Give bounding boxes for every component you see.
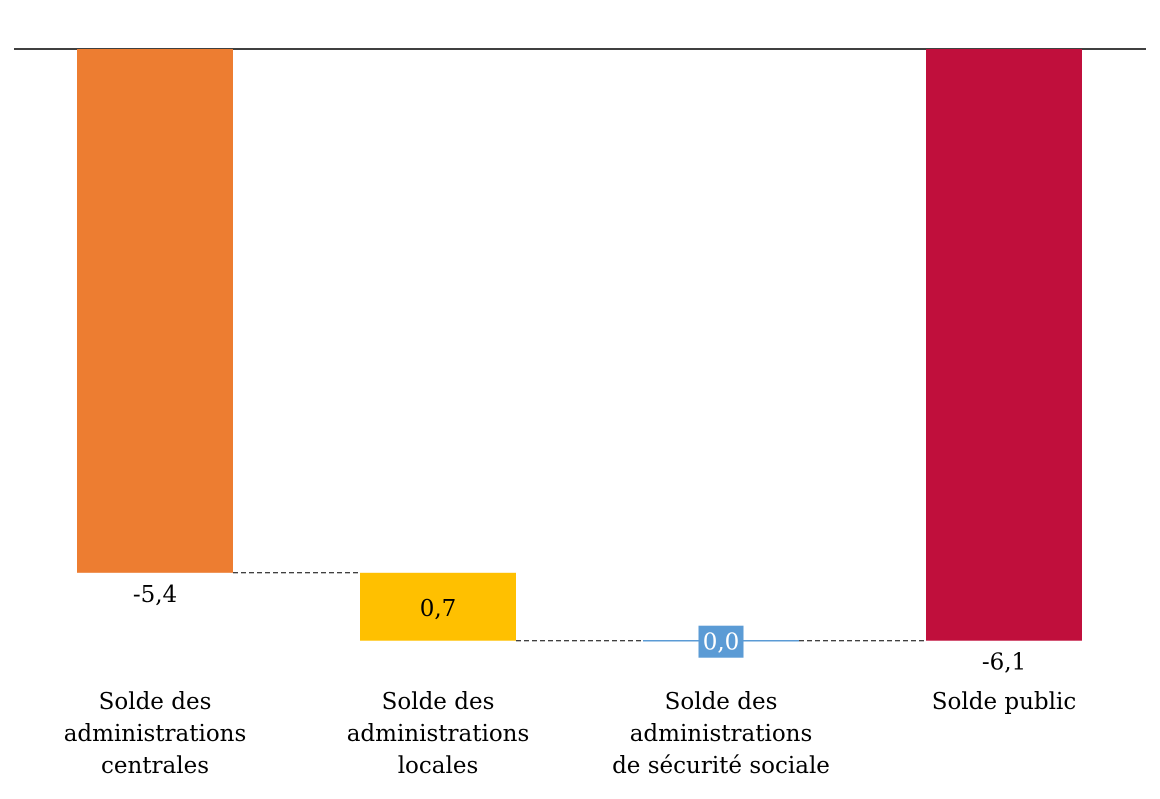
category-label: locales — [398, 753, 479, 779]
category-label: Solde public — [932, 689, 1076, 715]
category-label: centrales — [101, 753, 209, 779]
data-label: -6,1 — [982, 650, 1026, 676]
data-label: -5,4 — [133, 582, 177, 608]
category-label: administrations — [64, 721, 247, 747]
category-label: Solde des — [382, 689, 495, 715]
bar — [77, 49, 233, 573]
data-label-box — [698, 625, 744, 658]
bar — [360, 572, 516, 641]
bar — [926, 49, 1082, 641]
data-label: 0,7 — [420, 596, 457, 622]
data-label: 0,0 — [703, 630, 740, 656]
category-label: de sécurité sociale — [612, 753, 830, 779]
category-label: Solde des — [665, 689, 778, 715]
category-label: Solde des — [99, 689, 212, 715]
category-label: administrations — [630, 721, 813, 747]
category-label: administrations — [347, 721, 530, 747]
